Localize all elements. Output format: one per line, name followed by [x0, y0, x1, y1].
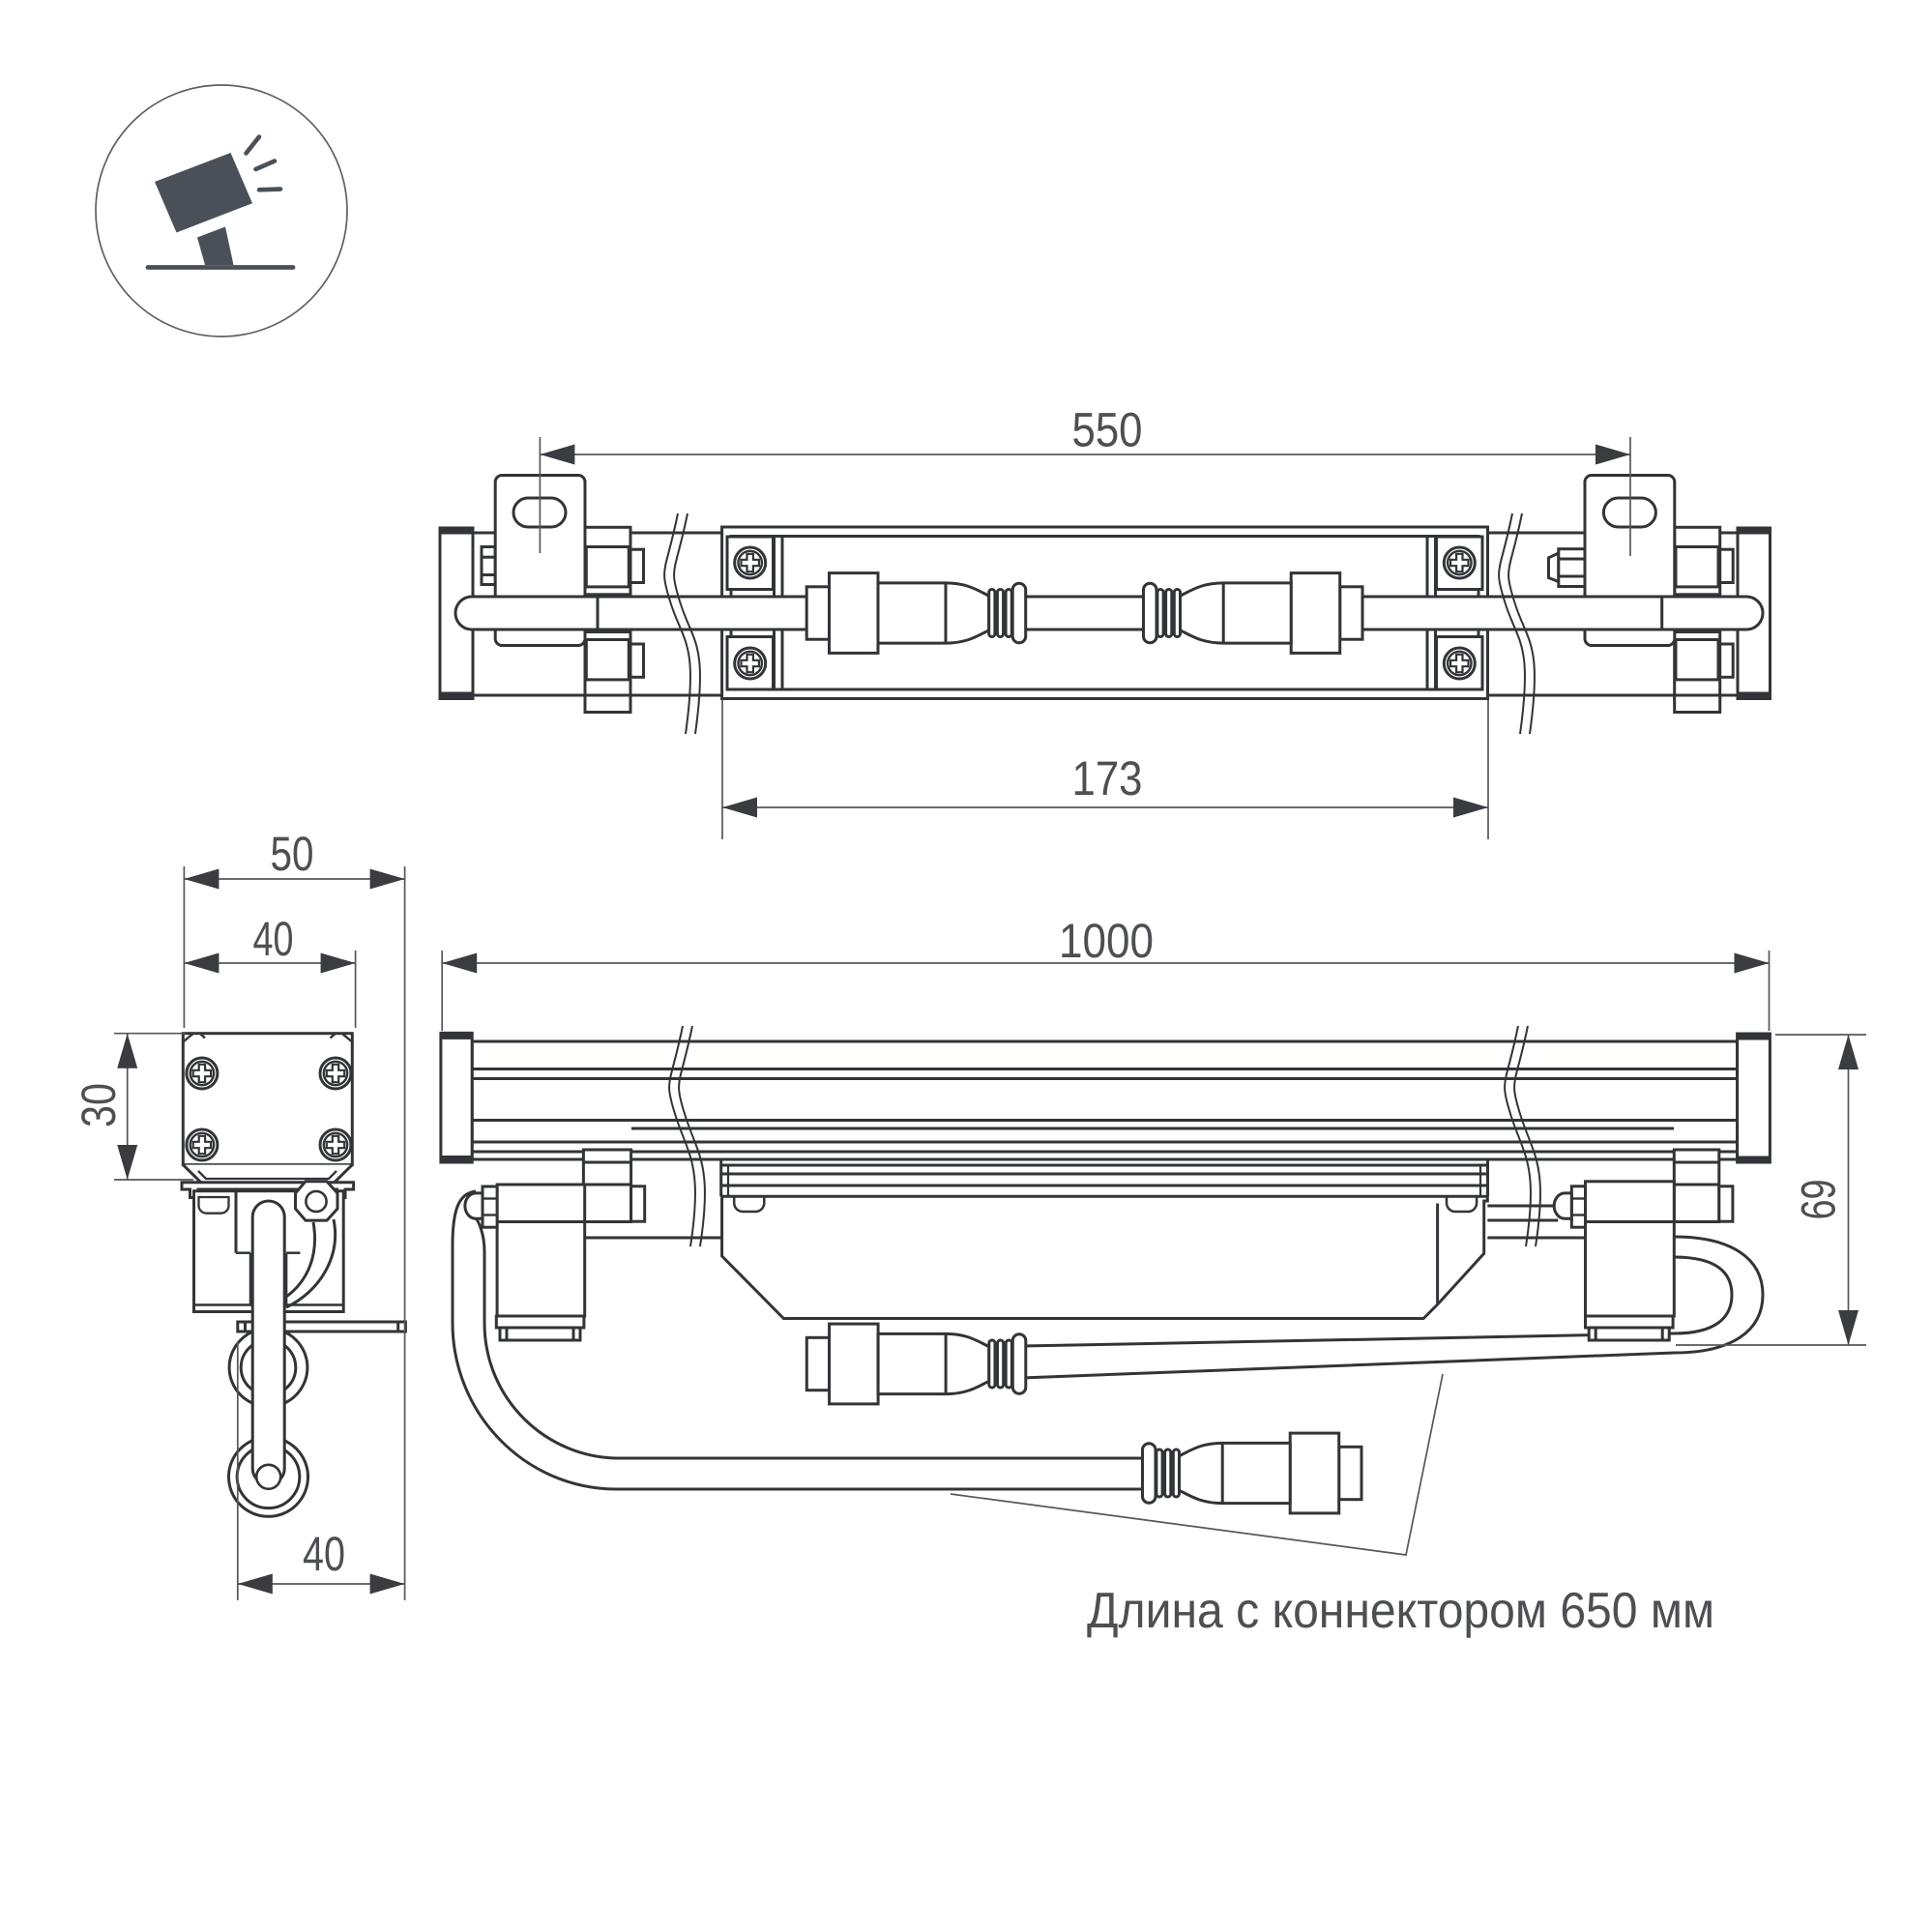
svg-text:69: 69 [1792, 1180, 1846, 1220]
svg-text:Длина с коннектором 650 мм: Длина с коннектором 650 мм [1087, 1583, 1714, 1639]
svg-text:30: 30 [72, 1083, 126, 1127]
svg-text:1000: 1000 [1059, 914, 1154, 968]
svg-text:50: 50 [271, 827, 314, 881]
svg-text:173: 173 [1072, 751, 1143, 805]
svg-text:40: 40 [303, 1527, 345, 1581]
svg-text:40: 40 [253, 912, 294, 966]
svg-text:550: 550 [1072, 403, 1143, 457]
